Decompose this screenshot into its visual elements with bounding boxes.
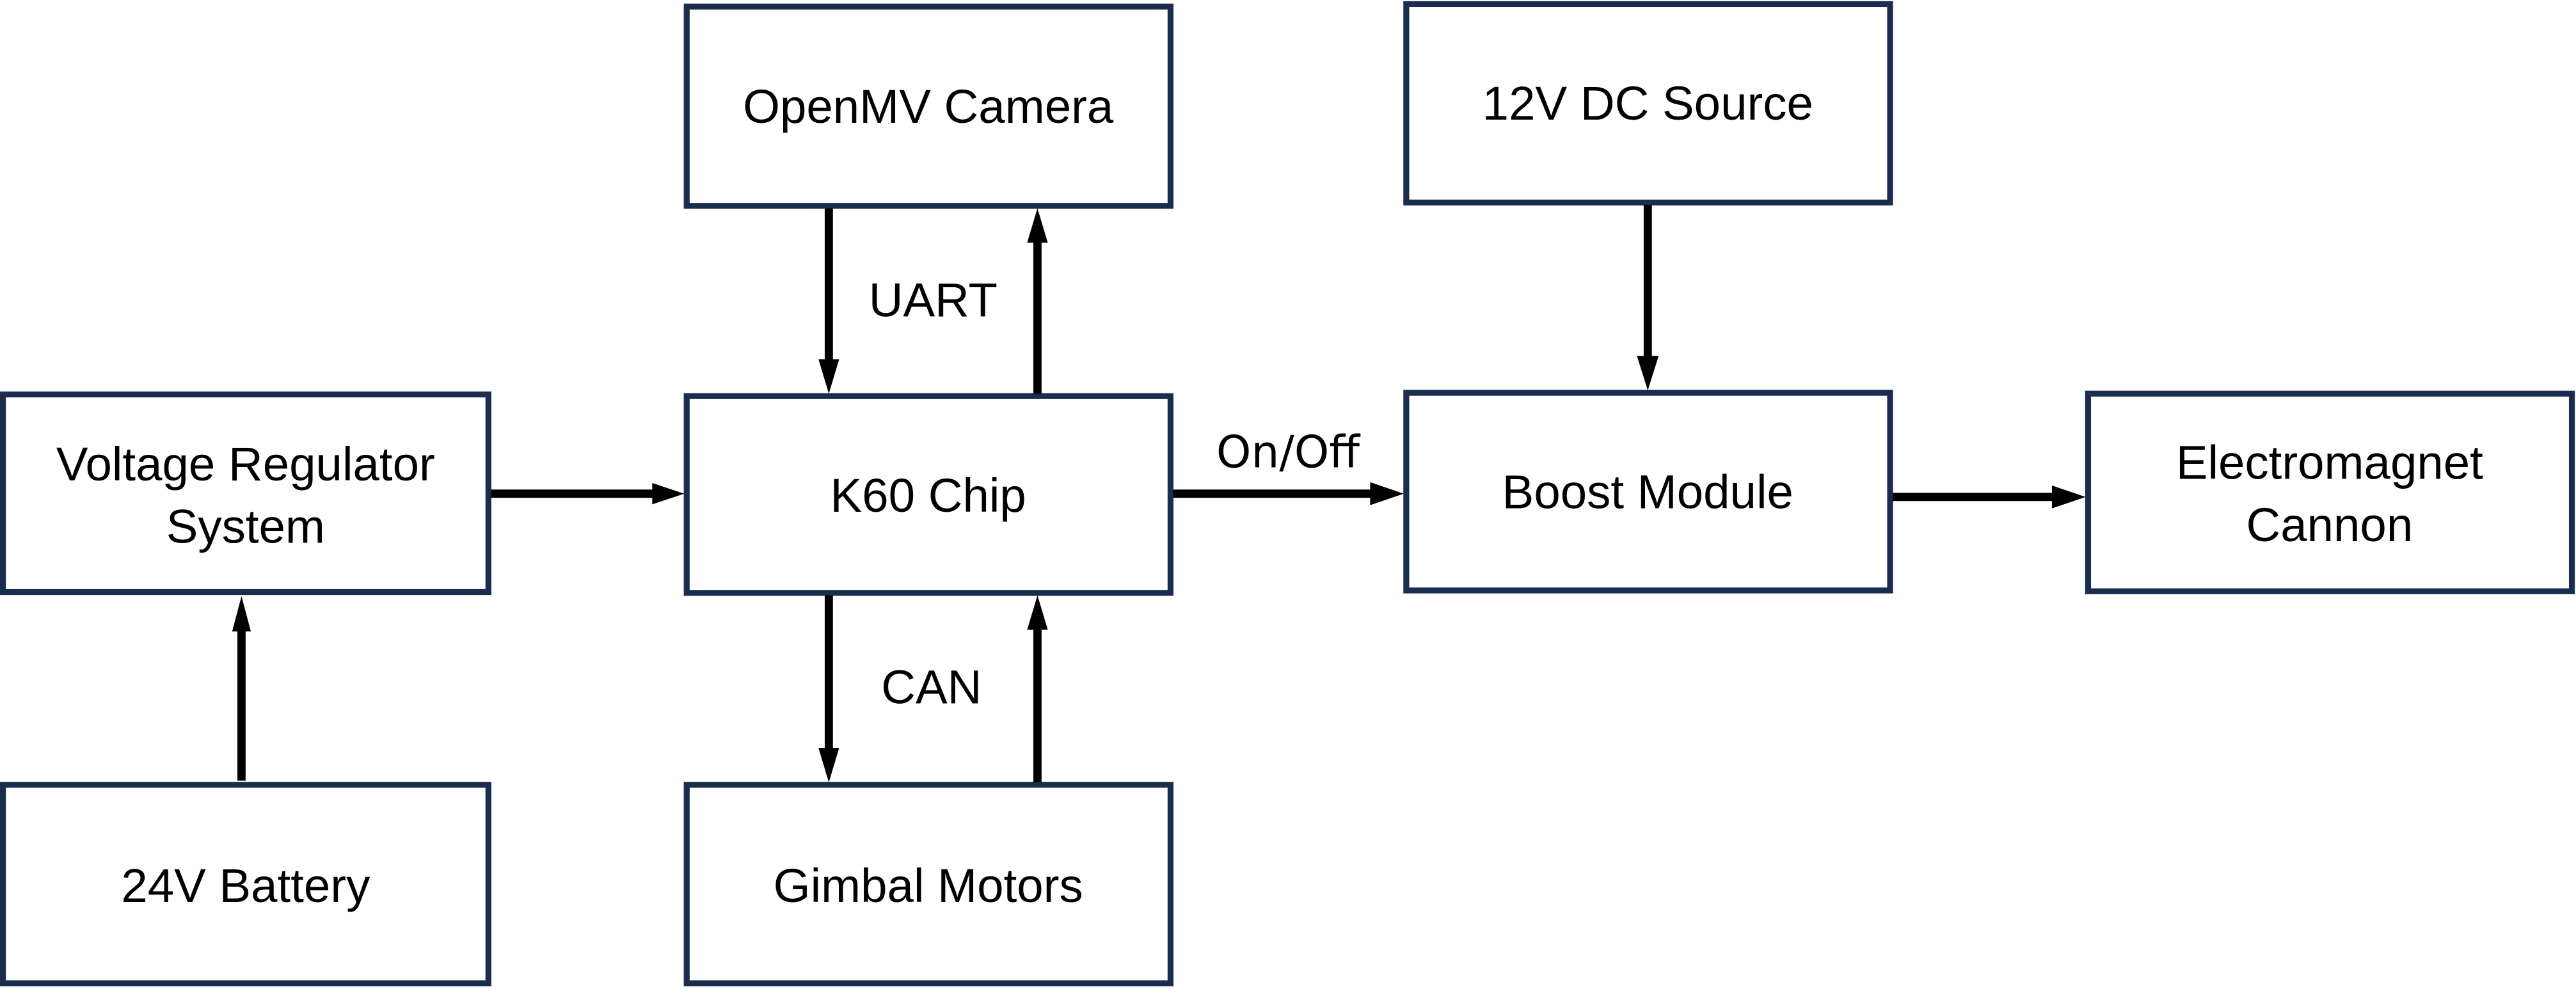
- arrow-head-down: [818, 359, 839, 394]
- arrow-head-up: [1027, 595, 1048, 630]
- uart-bus-label: UART: [869, 274, 998, 327]
- arrow-head-down: [818, 748, 839, 782]
- edge-k60-to-camera: [1027, 208, 1048, 394]
- k60-chip-box: [683, 393, 1174, 596]
- node-k60-chip: K60 Chip: [683, 393, 1174, 596]
- node-voltage-regulator: Voltage Regulator System: [0, 391, 491, 596]
- gimbal-motors-box: [683, 782, 1174, 986]
- on-off-signal-label: On/Off: [1216, 427, 1361, 479]
- node-openmv-camera: OpenMV Camera: [683, 3, 1174, 209]
- node-boost-module: Boost Module: [1403, 390, 1893, 594]
- arrow-head-up: [232, 596, 251, 632]
- arrow-head-up: [1027, 208, 1048, 243]
- edge-regulator-to-k60: [491, 483, 685, 505]
- electromagnet-cannon-box: [2085, 390, 2575, 594]
- edge-camera-to-k60: [818, 208, 839, 394]
- boost-module-box: [1403, 390, 1893, 594]
- battery-24v-label: 24V Battery: [121, 859, 370, 912]
- arrow-head-right: [1370, 482, 1404, 505]
- dc-source-12v-box: [1403, 1, 1893, 206]
- edge-boost-to-cannon: [1892, 485, 2086, 509]
- voltage-regulator-box: [0, 391, 491, 596]
- edge-k60-to-gimbal: [818, 595, 839, 782]
- gimbal-motors-label: Gimbal Motors: [774, 859, 1083, 912]
- arrow-head-down: [1637, 356, 1659, 391]
- can-bus-label: CAN: [881, 661, 982, 714]
- node-electromagnet-cannon: Electromagnet Cannon: [2085, 390, 2575, 594]
- battery-24v-box: [0, 782, 491, 986]
- electromagnet-cannon-label-line2: Cannon: [2246, 498, 2413, 551]
- electromagnet-cannon-label-line1: Electromagnet: [2176, 436, 2483, 489]
- node-gimbal-motors: Gimbal Motors: [683, 782, 1174, 986]
- node-24v-battery: 24V Battery: [0, 782, 491, 986]
- voltage-regulator-label-line1: Voltage Regulator: [56, 438, 435, 491]
- k60-chip-label: K60 Chip: [831, 469, 1026, 522]
- edge-battery-to-regulator: [232, 596, 251, 781]
- dc-source-12v-label: 12V DC Source: [1483, 77, 1813, 130]
- edge-dcsource-to-boost: [1637, 205, 1659, 391]
- boost-module-label: Boost Module: [1502, 466, 1793, 519]
- arrow-head-right: [2051, 485, 2086, 509]
- voltage-regulator-label-line2: System: [166, 500, 325, 553]
- openmv-camera-box: [683, 3, 1174, 209]
- openmv-camera-label: OpenMV Camera: [743, 80, 1114, 133]
- arrow-head-right: [652, 483, 685, 505]
- edge-k60-to-boost: [1173, 482, 1404, 505]
- edge-gimbal-to-k60: [1027, 595, 1048, 782]
- node-12v-dc-source: 12V DC Source: [1403, 1, 1893, 206]
